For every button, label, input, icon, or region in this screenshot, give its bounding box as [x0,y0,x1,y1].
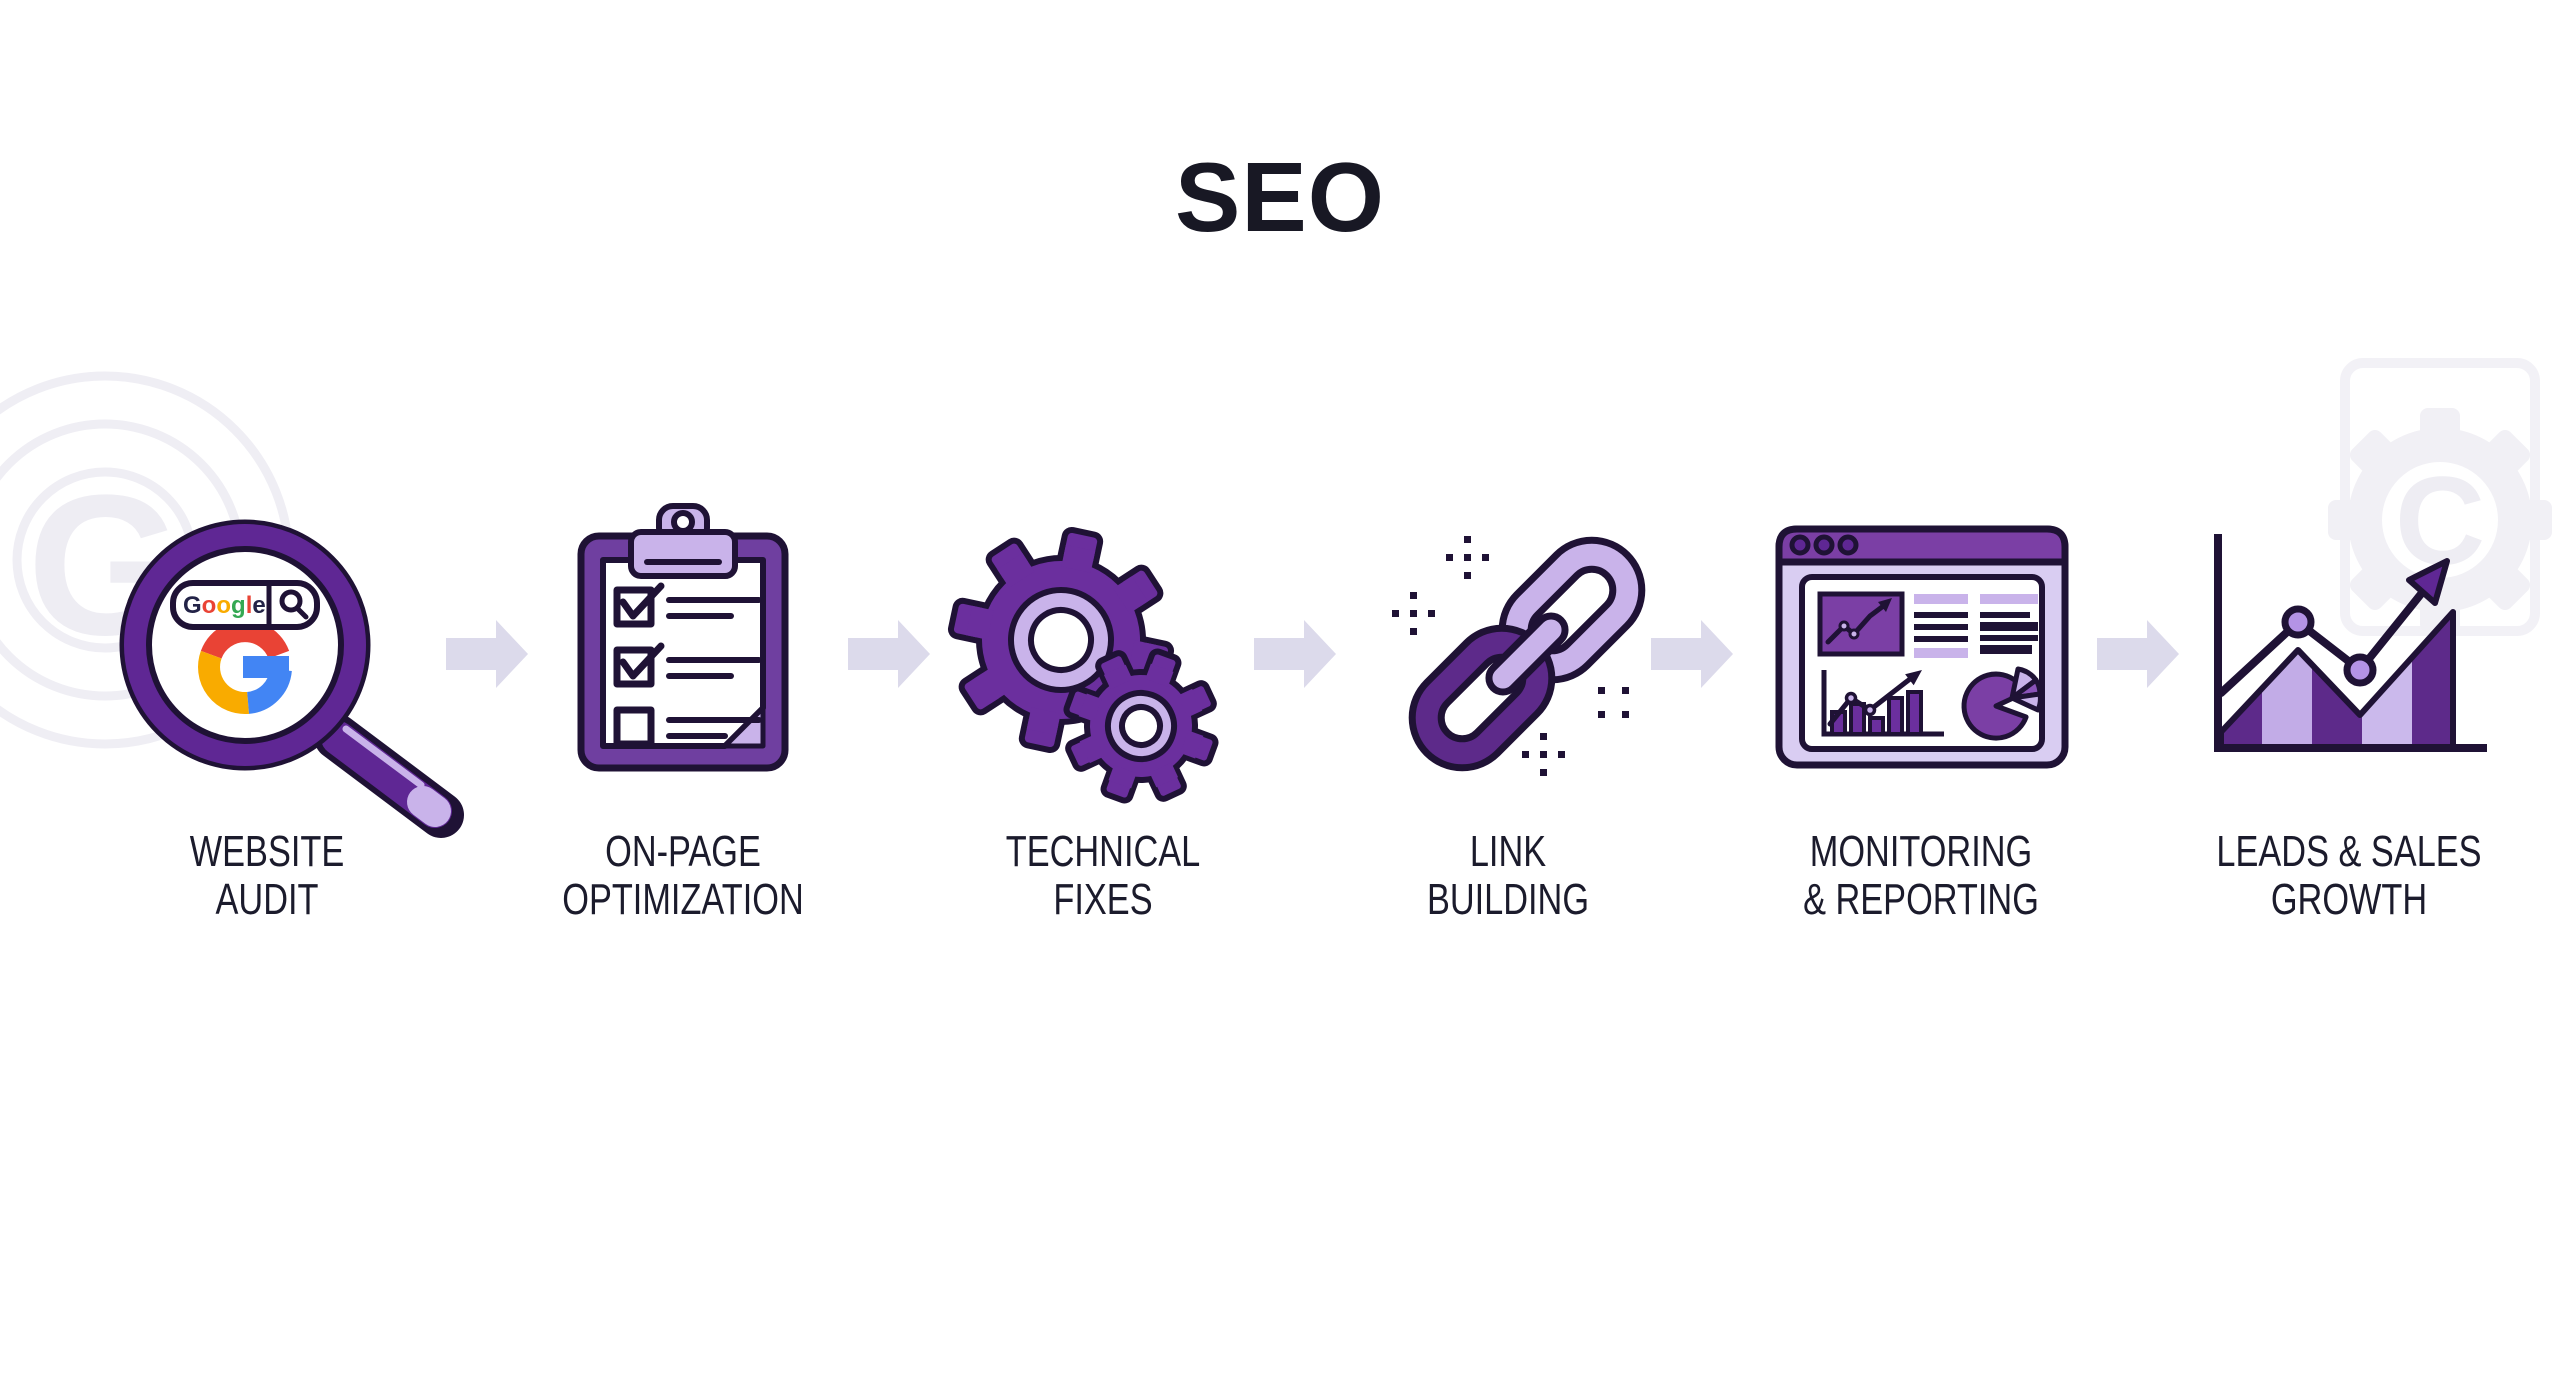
search-bar: Google [170,580,320,630]
flow-arrow-icon [1254,620,1336,688]
search-icon [279,589,309,620]
flow-arrow-icon [2097,620,2179,688]
step-technical-fixes: TECHNICAL FIXES [923,490,1283,930]
flow-arrow-icon [1651,620,1733,688]
line-chart-tile [1817,591,1905,657]
step-link-building: LINK BUILDING [1328,490,1688,930]
window-buttons [1789,534,1859,556]
step-label: LEADS & SALES GROWTH [2216,827,2482,924]
flow-arrow-icon [848,620,930,688]
step-leads-sales-growth: LEADS & SALES GROWTH [2169,490,2529,930]
bar-chart [1821,670,1944,737]
pie-chart [1961,666,2043,741]
checklist-clipboard-icon [577,503,789,772]
step-monitoring-reporting: MONITORING & REPORTING [1741,490,2101,930]
google-g-logo [198,620,292,714]
step-label: WEBSITE AUDIT [189,827,345,924]
step-label: MONITORING & REPORTING [1803,827,2039,924]
sparkle-dots [1392,536,1629,776]
chain-links-icon [1392,536,1646,776]
step-label: ON-PAGE OPTIMIZATION [562,827,804,924]
search-bar-text: Google [183,592,266,619]
step-label: LINK BUILDING [1426,827,1590,924]
analytics-dashboard-icon [1775,525,2069,769]
magnifier-google-search-icon: Google [119,519,464,838]
page-title: SEO [1175,142,1385,252]
step-on-page-optimization: ON-PAGE OPTIMIZATION [503,490,863,930]
growth-chart-icon [2214,534,2487,752]
step-label: TECHNICAL FIXES [1005,827,1201,924]
gears-icon [947,526,1219,804]
step-website-audit: Google WEBSITE AUDIT [87,490,464,930]
report-text-lines [1914,594,2038,658]
flow-arrow-icon [446,620,528,688]
